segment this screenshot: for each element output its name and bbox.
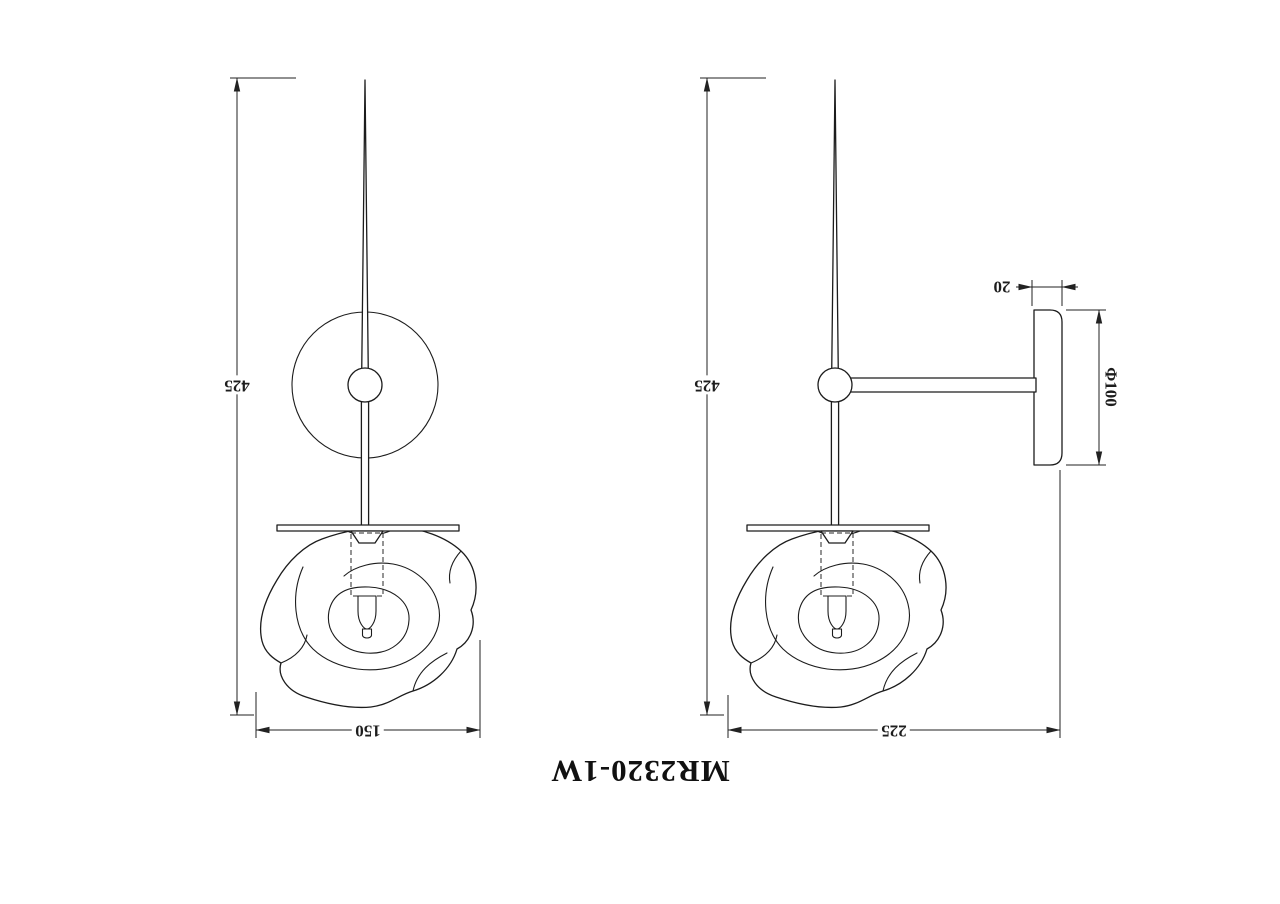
dim-plate-thickness — [1016, 280, 1078, 306]
wall-backplate — [1033, 309, 1063, 466]
ball-joint — [817, 367, 853, 403]
ball-joint — [347, 367, 383, 403]
dim-height-side — [700, 77, 766, 716]
spike-rod — [360, 79, 370, 528]
side-height-label: 425 — [691, 375, 723, 395]
model-number-title: MR2320-1W — [550, 754, 730, 789]
side-depth-label: 225 — [878, 720, 910, 740]
plate-thickness-label: 20 — [990, 276, 1014, 296]
spike-rod — [830, 79, 840, 528]
front-height-label: 425 — [221, 375, 253, 395]
wall-arm — [847, 377, 1037, 393]
front-width-label: 150 — [352, 720, 384, 740]
front-view — [230, 77, 481, 738]
dim-height-front — [230, 77, 296, 716]
side-view — [700, 77, 1106, 738]
plate-diameter-label: Φ100 — [1100, 364, 1120, 410]
rock-shade — [729, 524, 947, 709]
rock-shade — [259, 524, 477, 709]
dim-plate-diameter — [1066, 309, 1106, 466]
